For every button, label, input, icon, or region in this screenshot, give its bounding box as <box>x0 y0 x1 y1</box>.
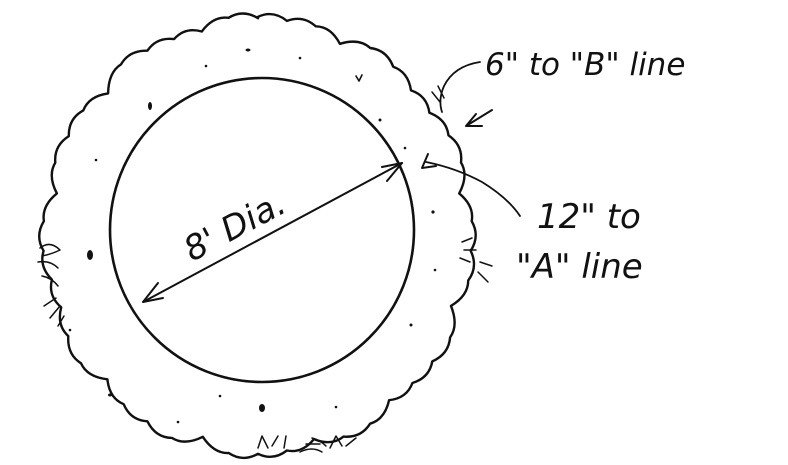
concrete-specks <box>68 48 437 424</box>
diameter-label: 8' Dia. <box>177 183 292 270</box>
dimension-line <box>142 162 403 303</box>
excavation-outline <box>38 12 477 460</box>
callout-a-leader <box>421 153 521 217</box>
diameter-dimension <box>142 162 403 303</box>
arrowhead-a <box>421 153 437 169</box>
callout-b-label: 6" to "B" line <box>485 47 685 83</box>
inner-circle <box>108 76 416 384</box>
arrowhead-b <box>465 109 493 127</box>
callout-a-label-line1: 12" to <box>537 197 641 237</box>
callout-a-label-line2: "A" line <box>516 247 643 287</box>
arrowhead-left <box>142 282 164 303</box>
callout-b-leader <box>439 61 493 127</box>
rock-hatching <box>37 85 493 453</box>
arrowhead-right <box>381 162 403 182</box>
